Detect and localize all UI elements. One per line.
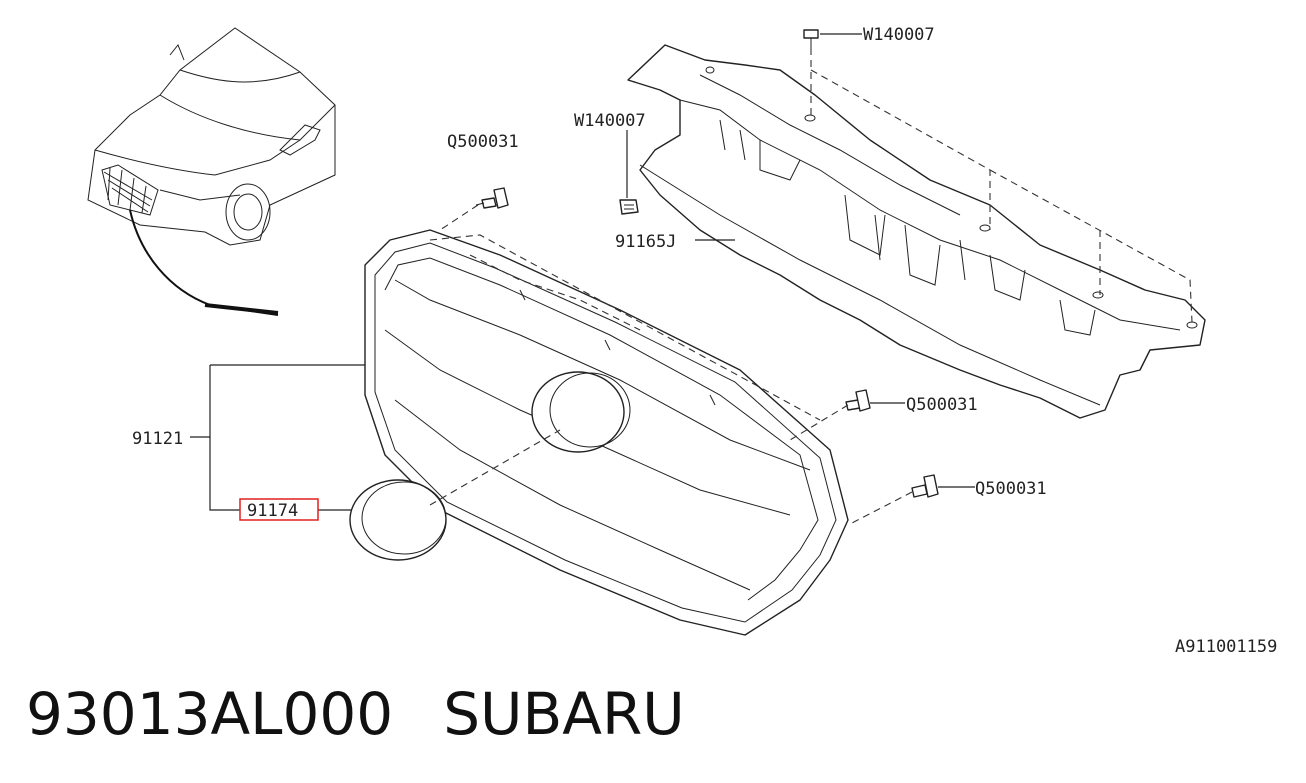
part-caption: 93013AL000 SUBARU: [26, 680, 685, 760]
diagram-code: A911001159: [1175, 637, 1277, 657]
label-91165j: 91165J: [615, 232, 676, 252]
part-number: 93013AL000: [26, 680, 394, 748]
label-q500031-mid: Q500031: [906, 395, 978, 415]
parts-diagram: Q500031 W140007 W140007 91165J 91121 911…: [87, 25, 1277, 657]
highlight-box: [239, 498, 319, 521]
label-91174: 91174: [247, 501, 298, 521]
emblem-part: [349, 429, 561, 561]
bolt-w140007-left: [619, 199, 639, 215]
front-grille: [364, 229, 849, 636]
clip-q500031-mid: [845, 389, 871, 412]
bolt-w140007-top: [803, 29, 819, 48]
label-w140007-left: W140007: [574, 111, 646, 131]
vehicle-thumbnail: [87, 27, 336, 316]
clip-q500031-top: [475, 187, 509, 209]
label-q500031-low: Q500031: [975, 479, 1047, 499]
label-q500031-top: Q500031: [447, 132, 519, 152]
label-91121: 91121: [132, 429, 183, 449]
radiator-support-panel: [627, 44, 1206, 419]
leader-lines: [190, 33, 1193, 526]
clip-q500031-low: [911, 474, 939, 498]
label-w140007-top: W140007: [863, 25, 935, 45]
part-brand: SUBARU: [443, 680, 685, 748]
